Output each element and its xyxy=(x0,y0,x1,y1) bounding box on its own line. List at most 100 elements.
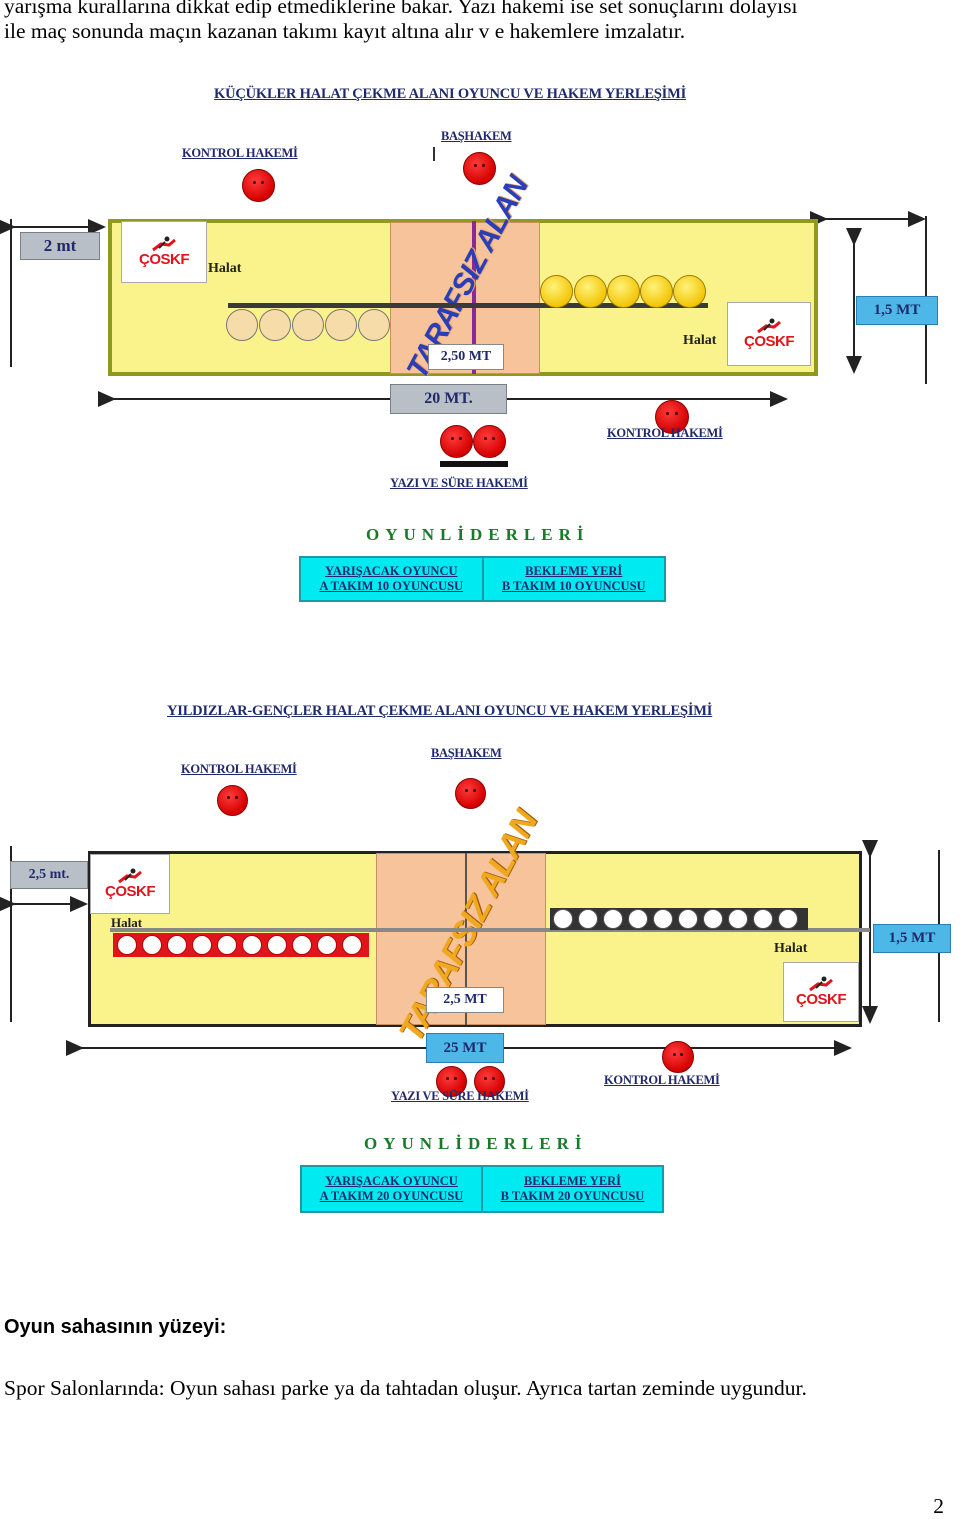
player-icon xyxy=(540,275,573,308)
center-line xyxy=(465,853,467,1025)
diagram1-kontrol-hakemi-top: KONTROL HAKEMİ xyxy=(182,146,298,160)
coskf-logo: ÇOSKF xyxy=(121,221,207,283)
diagram2-kontrol-hakemi-top: KONTROL HAKEMİ xyxy=(181,762,297,776)
section-heading: Oyun sahasının yüzeyi: xyxy=(4,1316,227,1338)
logo-text: ÇOSKF xyxy=(744,333,795,350)
diagram2-side-width: 2,5 mt. xyxy=(10,861,88,889)
diagram1-halat-right: Halat xyxy=(683,333,717,348)
diagram2-title: YILDIZLAR-GENÇLER HALAT ÇEKME ALANI OYUN… xyxy=(167,703,713,719)
diagram2-kontrol-hakemi-bottom: KONTROL HAKEMİ xyxy=(604,1073,720,1087)
diagram1-liderler: OYUNLİDERLERİ xyxy=(366,525,590,544)
player-icon xyxy=(553,909,573,929)
player-icon xyxy=(703,909,723,929)
diagram2-halat-left: Halat xyxy=(111,915,143,930)
divider xyxy=(433,147,435,161)
player-icon xyxy=(117,935,137,955)
diagram2-right-width: 1,5 MT xyxy=(873,924,951,953)
referee-icon xyxy=(242,169,275,202)
player-icon xyxy=(578,909,598,929)
player-icon xyxy=(242,935,262,955)
diagram1-halat-left: Halat xyxy=(208,261,242,276)
logo-text: ÇOSKF xyxy=(796,991,847,1008)
referee-icon xyxy=(455,778,486,809)
logo-text: ÇOSKF xyxy=(105,883,156,900)
referee-icon xyxy=(463,152,496,185)
diagram2-halat-right: Halat xyxy=(774,941,808,956)
intro-line-1: yarışma kurallarına dikkat edip etmedikl… xyxy=(4,0,798,18)
player-icon xyxy=(226,309,258,341)
coskf-logo: ÇOSKF xyxy=(727,302,811,366)
diagram1-right-width: 1,5 MT xyxy=(856,296,938,325)
coskf-logo: ÇOSKF xyxy=(90,854,170,914)
runner-icon xyxy=(113,868,147,884)
player-icon xyxy=(167,935,187,955)
diagram1-bashakem: BAŞHAKEM xyxy=(441,129,512,143)
diagram1-kontrol-hakemi-bottom: KONTROL HAKEMİ xyxy=(607,426,723,440)
referee-icon xyxy=(474,1066,505,1097)
team-a-line1: YARIŞACAK OYUNCU xyxy=(324,564,458,578)
rope xyxy=(228,303,708,308)
diagram2-liderler: OYUNLİDERLERİ xyxy=(364,1134,588,1153)
player-icon xyxy=(753,909,773,929)
player-icon xyxy=(678,909,698,929)
team-b-line2: B TAKIM 20 OYUNCUSU xyxy=(500,1189,645,1203)
logo-text: ÇOSKF xyxy=(139,251,190,268)
intro-paragraph: yarışma kurallarına dikkat edip etmedikl… xyxy=(4,0,956,44)
diagram2-neutral-width: 2,5 MT xyxy=(426,987,504,1013)
team-a-line2: A TAKIM 10 OYUNCUSU xyxy=(319,579,464,593)
player-icon xyxy=(653,909,673,929)
player-icon xyxy=(574,275,607,308)
diagram2-length: 25 MT xyxy=(426,1033,504,1063)
intro-line-2: ile maç sonunda maçın kazanan takımı kay… xyxy=(4,19,686,43)
player-icon xyxy=(325,309,357,341)
referee-icon xyxy=(655,400,689,434)
runner-icon xyxy=(804,976,838,992)
runner-icon xyxy=(752,318,786,334)
diagram2-yazi-sure: YAZI VE SÜRE HAKEMİ xyxy=(391,1089,529,1103)
player-icon xyxy=(267,935,287,955)
page-number: 2 xyxy=(933,1494,944,1518)
player-icon xyxy=(342,935,362,955)
team-a-line2: A TAKIM 20 OYUNCUSU xyxy=(319,1189,464,1203)
team-b-line1: BEKLEME YERİ xyxy=(523,1174,622,1188)
player-icon xyxy=(603,909,623,929)
player-icon xyxy=(292,309,324,341)
referee-icon xyxy=(662,1041,694,1073)
diagram1-length: 20 MT. xyxy=(390,384,507,414)
diagram1-side-width: 2 mt xyxy=(20,232,100,260)
player-icon xyxy=(778,909,798,929)
runner-icon xyxy=(147,236,181,252)
player-icon xyxy=(673,275,706,308)
rope xyxy=(110,928,870,932)
diagram1-neutral-width: 2,50 MT xyxy=(428,344,504,370)
player-icon xyxy=(292,935,312,955)
player-icon xyxy=(628,909,648,929)
dimension-line xyxy=(10,219,12,367)
diagram2-bashakem: BAŞHAKEM xyxy=(431,746,502,760)
player-icon xyxy=(607,275,640,308)
section-body: Spor Salonlarında: Oyun sahası parke ya … xyxy=(4,1376,807,1400)
referee-icon xyxy=(473,425,506,458)
coskf-logo: ÇOSKF xyxy=(783,962,859,1022)
player-icon xyxy=(192,935,212,955)
center-line xyxy=(472,221,476,374)
referee-icon xyxy=(440,425,473,458)
dimension-line xyxy=(10,846,12,1022)
team-b-line2: B TAKIM 10 OYUNCUSU xyxy=(501,579,646,593)
diagram1-title: KÜÇÜKLER HALAT ÇEKME ALANI OYUNCU VE HAK… xyxy=(214,86,687,102)
team-b-line1: BEKLEME YERİ xyxy=(525,564,623,578)
referee-icon xyxy=(217,785,248,816)
diagram1-yazi-sure: YAZI VE SÜRE HAKEMİ xyxy=(390,476,528,490)
team-a-line1: YARIŞACAK OYUNCU xyxy=(325,1174,458,1188)
player-icon xyxy=(317,935,337,955)
referee-table xyxy=(440,461,508,467)
player-icon xyxy=(142,935,162,955)
player-icon xyxy=(259,309,291,341)
